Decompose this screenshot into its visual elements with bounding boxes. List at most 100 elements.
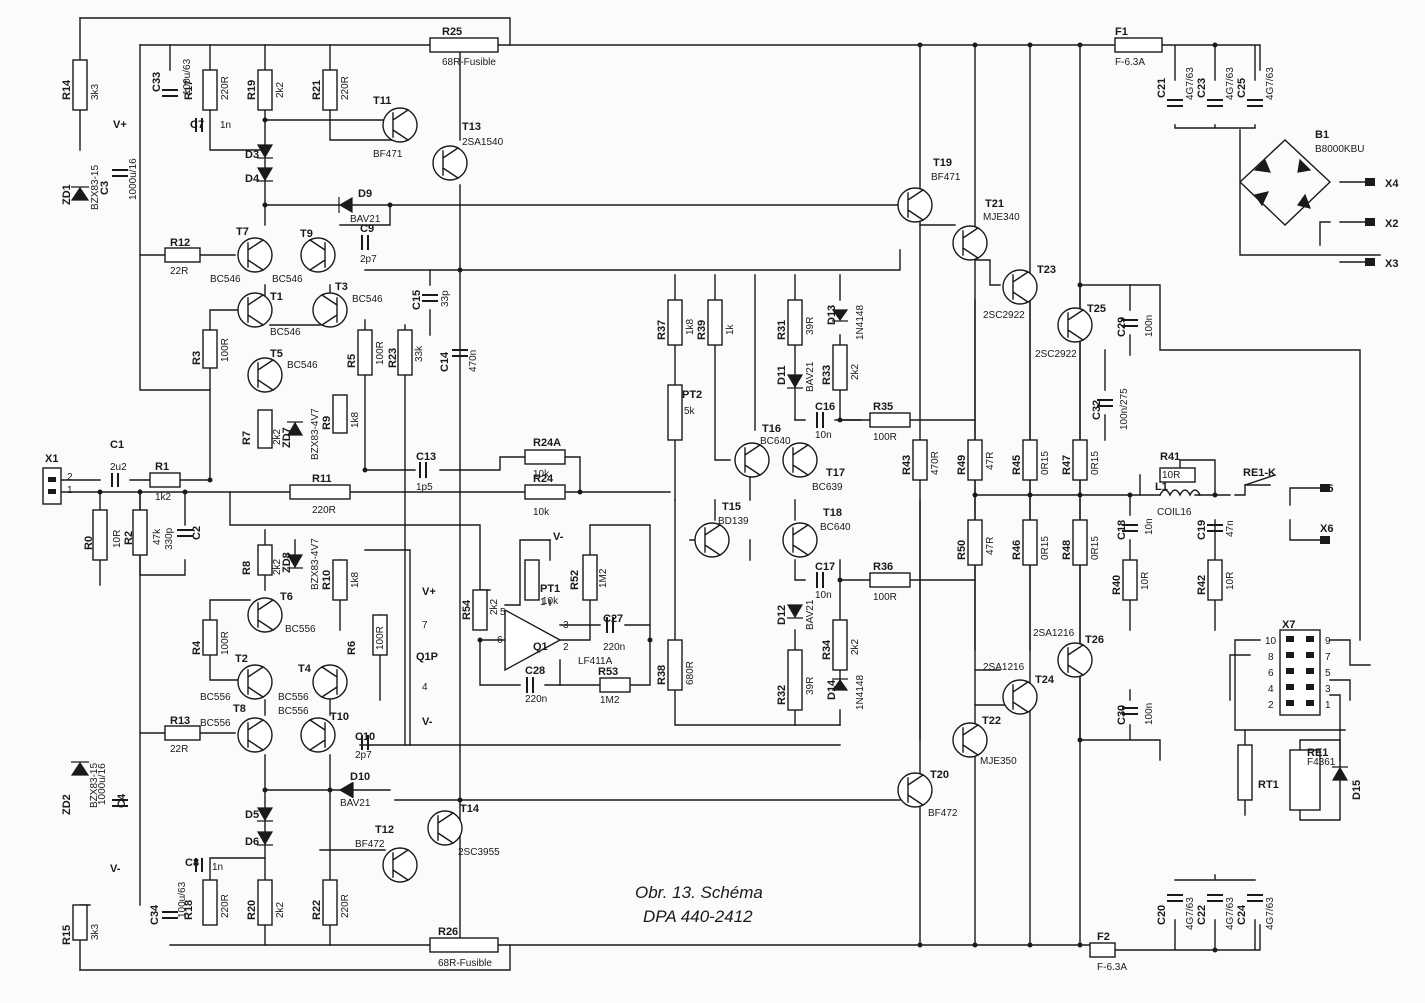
label-c1: C1	[110, 439, 124, 451]
value-r20: 2k2	[275, 901, 286, 918]
opamp-q1	[504, 608, 562, 672]
label-r39: R39	[696, 320, 708, 340]
resistor-r23	[397, 329, 413, 376]
capacitor-c22	[1207, 894, 1223, 902]
transistor-t15	[694, 522, 730, 558]
label-x7-pin8: 8	[1268, 652, 1274, 663]
type-zd2: BZX83-15	[89, 763, 100, 808]
type-t5: BC546	[287, 360, 318, 371]
type-d13: 1N4148	[855, 305, 866, 340]
value-r24a: 10k	[533, 469, 550, 480]
type-zd8: BZX83-4V7	[310, 538, 321, 590]
label-t14: T14	[460, 803, 480, 815]
label-r38: R38	[656, 665, 668, 685]
value-r50: 47R	[985, 537, 996, 555]
value-r25: 68R-Fusible	[442, 57, 496, 68]
transistor-t24	[1002, 679, 1038, 715]
value-c27: 220n	[603, 642, 625, 653]
resistor-r49	[967, 439, 983, 481]
resistor-r19	[257, 69, 273, 111]
label-q1-pin3: 3	[563, 620, 569, 631]
label-c19: C19	[1196, 520, 1208, 540]
value-c13: 1p5	[416, 482, 433, 493]
type-q1: LF411A	[578, 656, 613, 667]
label-c14: C14	[439, 351, 451, 372]
label-re1: RE1	[1307, 747, 1328, 759]
label-f1: F1	[1115, 26, 1128, 38]
label-r42: R42	[1196, 575, 1208, 595]
type-zd1: BZX83-15	[90, 165, 101, 210]
label-r5: R5	[346, 354, 358, 368]
label-b1: B1	[1315, 129, 1329, 141]
label-r1: R1	[155, 461, 169, 473]
fuse-f1	[1114, 37, 1163, 53]
transistor-t3	[312, 292, 348, 328]
value-r15: 3k3	[90, 923, 101, 940]
label-c30: C30	[1116, 705, 1128, 725]
transistor-t17	[782, 442, 818, 478]
label-f2: F2	[1097, 931, 1110, 943]
label-r7: R7	[241, 431, 253, 445]
label-t26: T26	[1085, 634, 1104, 646]
label-t18: T18	[823, 507, 842, 519]
capacitor-c18	[1122, 524, 1138, 532]
type-d11: BAV21	[805, 361, 816, 392]
capacitor-c10	[361, 735, 369, 750]
label-r53: R53	[598, 666, 618, 678]
type-d9: BAV21	[350, 214, 381, 225]
value-c3: 1000u/16	[128, 158, 139, 200]
type-t7: BC546	[210, 274, 241, 285]
label-d4: D4	[245, 173, 260, 185]
label-t3: T3	[335, 281, 348, 293]
type-t13: 2SA1540	[462, 137, 504, 148]
value-c34: 100u/63	[177, 881, 188, 918]
value-c16: 10n	[815, 430, 832, 441]
value-r22: 220R	[340, 894, 351, 918]
resistor-r8	[257, 544, 273, 576]
resistor-r6	[372, 614, 388, 656]
value-c9: 2p7	[360, 254, 377, 265]
label-c34: C34	[149, 904, 161, 925]
label-t11: T11	[373, 95, 391, 107]
label-x7-pin4: 4	[1268, 684, 1274, 695]
value-r34: 2k2	[850, 638, 861, 655]
type-t20: BF472	[928, 808, 958, 819]
diode-d13	[831, 309, 849, 322]
value-r14: 3k3	[90, 83, 101, 100]
resistor-r24a	[524, 449, 566, 465]
label-r19: R19	[246, 80, 258, 100]
label-r9: R9	[321, 416, 333, 430]
label-r46: R46	[1011, 540, 1023, 560]
resistor-r42	[1207, 559, 1223, 601]
label-t7: T7	[236, 226, 249, 238]
resistor-r41	[1159, 467, 1196, 483]
value-r38: 680R	[685, 661, 696, 685]
type-t26: 2SA1216	[1033, 628, 1075, 639]
label-q1-pin5: 5	[500, 607, 506, 618]
label-t25: T25	[1087, 303, 1106, 315]
label-c16: C16	[815, 401, 835, 413]
label-x7-pin2: 2	[1268, 700, 1274, 711]
type-t4: BC556	[278, 692, 309, 703]
transistor-t4	[312, 664, 348, 700]
value-r24: 10k	[533, 507, 550, 518]
ntc-rt1	[1237, 744, 1253, 801]
capacitor-c30	[1122, 707, 1138, 715]
value-c8: 1n	[212, 862, 223, 873]
transistor-t6	[247, 597, 283, 633]
label-r40: R40	[1111, 575, 1123, 595]
resistor-r3	[202, 329, 218, 369]
value-r35: 100R	[873, 432, 897, 443]
label-c4: C4	[116, 793, 128, 808]
resistor-r38	[667, 639, 683, 691]
wires	[59, 17, 1381, 971]
transistor-t9	[300, 237, 336, 273]
label-r18: R18	[183, 900, 195, 920]
transistor-t14	[427, 810, 463, 846]
diode-d5	[256, 807, 274, 822]
value-r46: 0R15	[1040, 536, 1051, 560]
label-t6: T6	[280, 591, 293, 603]
transistor-t16	[734, 442, 770, 478]
